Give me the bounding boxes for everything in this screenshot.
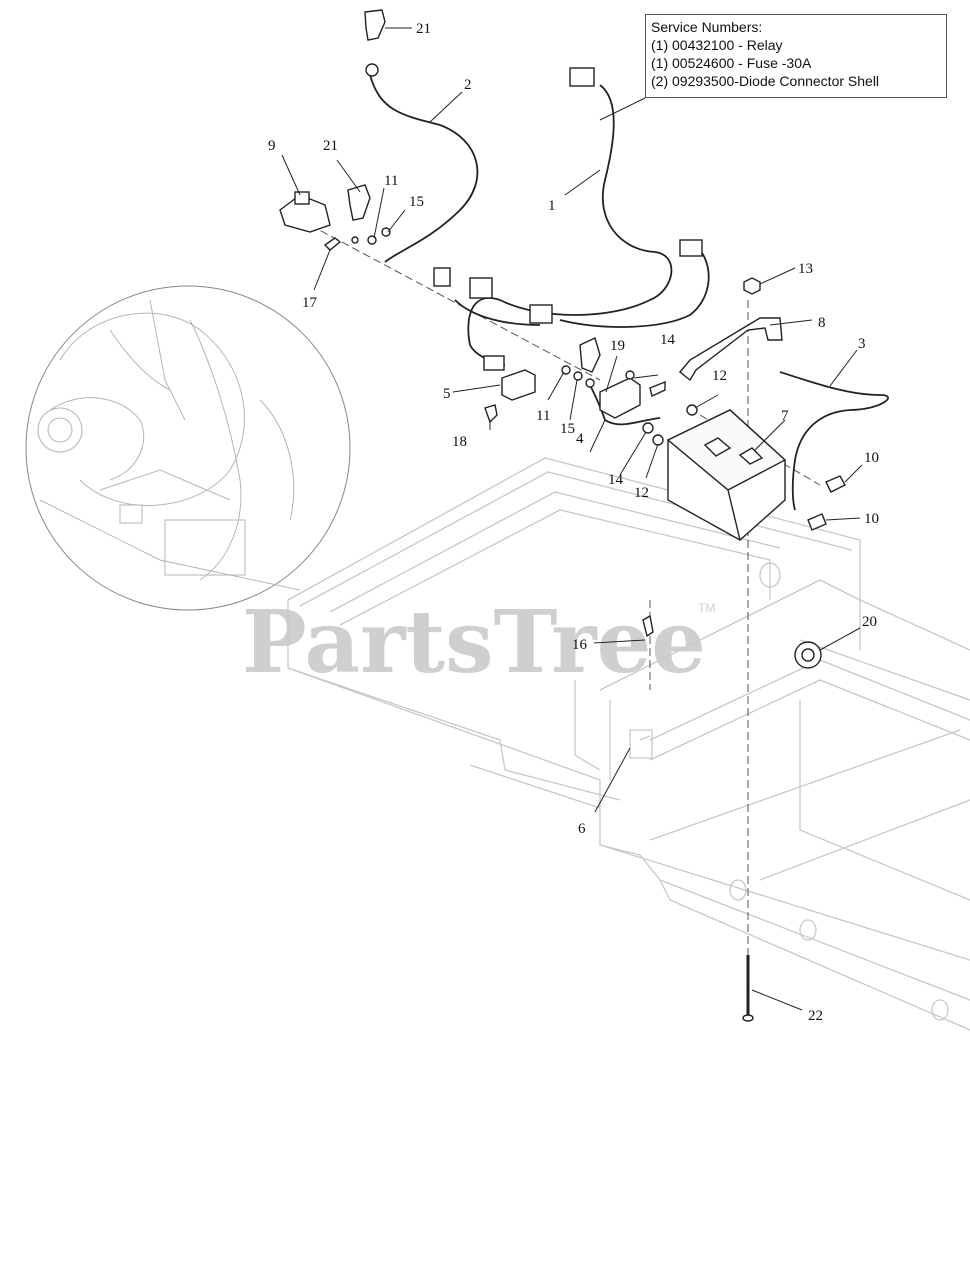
callout-15-top: 15 <box>409 194 424 210</box>
detail-inset <box>25 285 351 611</box>
callout-17: 17 <box>302 295 318 311</box>
nut-13 <box>743 277 761 295</box>
callout-4: 4 <box>576 431 584 447</box>
callout-14-bottom: 14 <box>608 472 624 488</box>
service-line-relay: (1) 00432100 - Relay <box>651 37 783 53</box>
connector-top <box>569 67 595 87</box>
service-line-diode: (2) 09293500-Diode Connector Shell <box>651 73 880 89</box>
callout-21-mid: 21 <box>323 138 338 154</box>
callout-10-bottom: 10 <box>864 511 879 527</box>
service-line-fuse: (1) 00524600 - Fuse -30A <box>651 55 812 71</box>
service-numbers-box: Service Numbers: (1) 00432100 - Relay (1… <box>645 14 947 98</box>
service-numbers-title: Service Numbers: <box>651 19 763 35</box>
callout-15-bottom: 15 <box>560 421 575 437</box>
callout-3: 3 <box>858 336 866 352</box>
callout-16: 16 <box>572 637 588 653</box>
callout-20: 20 <box>862 614 877 630</box>
connector-right <box>679 239 703 257</box>
callout-6: 6 <box>578 821 586 837</box>
boot-21-top <box>364 9 386 41</box>
boot-21-mid <box>347 184 371 221</box>
callout-14-top: 14 <box>660 332 676 348</box>
callout-19: 19 <box>610 338 625 354</box>
callout-9: 9 <box>268 138 276 154</box>
callout-13: 13 <box>798 261 813 277</box>
watermark-text: PartsTree <box>242 592 706 693</box>
callout-22: 22 <box>808 1008 823 1024</box>
harness-1 <box>467 84 673 366</box>
callout-leaders <box>281 27 863 1011</box>
chassis-frame <box>287 457 970 1031</box>
callout-2: 2 <box>464 77 472 93</box>
callout-1: 1 <box>548 198 556 214</box>
watermark: PartsTree TM <box>242 592 715 693</box>
cable-2 <box>369 74 479 263</box>
wiring <box>369 74 889 511</box>
callout-11-top: 11 <box>384 173 398 189</box>
battery-bracket-8 <box>679 317 783 382</box>
fuse-holder-19 <box>599 377 641 419</box>
callout-labels: 21 2 9 21 11 15 1 17 13 8 3 19 14 5 12 7… <box>268 21 879 1024</box>
callout-7: 7 <box>781 408 789 424</box>
parts <box>279 9 846 1022</box>
cable-3 <box>779 371 889 511</box>
callout-12-bottom: 12 <box>634 485 649 501</box>
assembly-center-lines <box>309 224 821 960</box>
watermark-trademark: TM <box>698 601 715 615</box>
callout-5: 5 <box>443 386 451 402</box>
relay-5 <box>501 369 536 401</box>
callout-8: 8 <box>818 315 826 331</box>
callout-10-top: 10 <box>864 450 879 466</box>
callout-12-top: 12 <box>712 368 727 384</box>
callout-21-top: 21 <box>416 21 431 37</box>
callout-11-bottom: 11 <box>536 408 550 424</box>
callout-18: 18 <box>452 434 467 450</box>
